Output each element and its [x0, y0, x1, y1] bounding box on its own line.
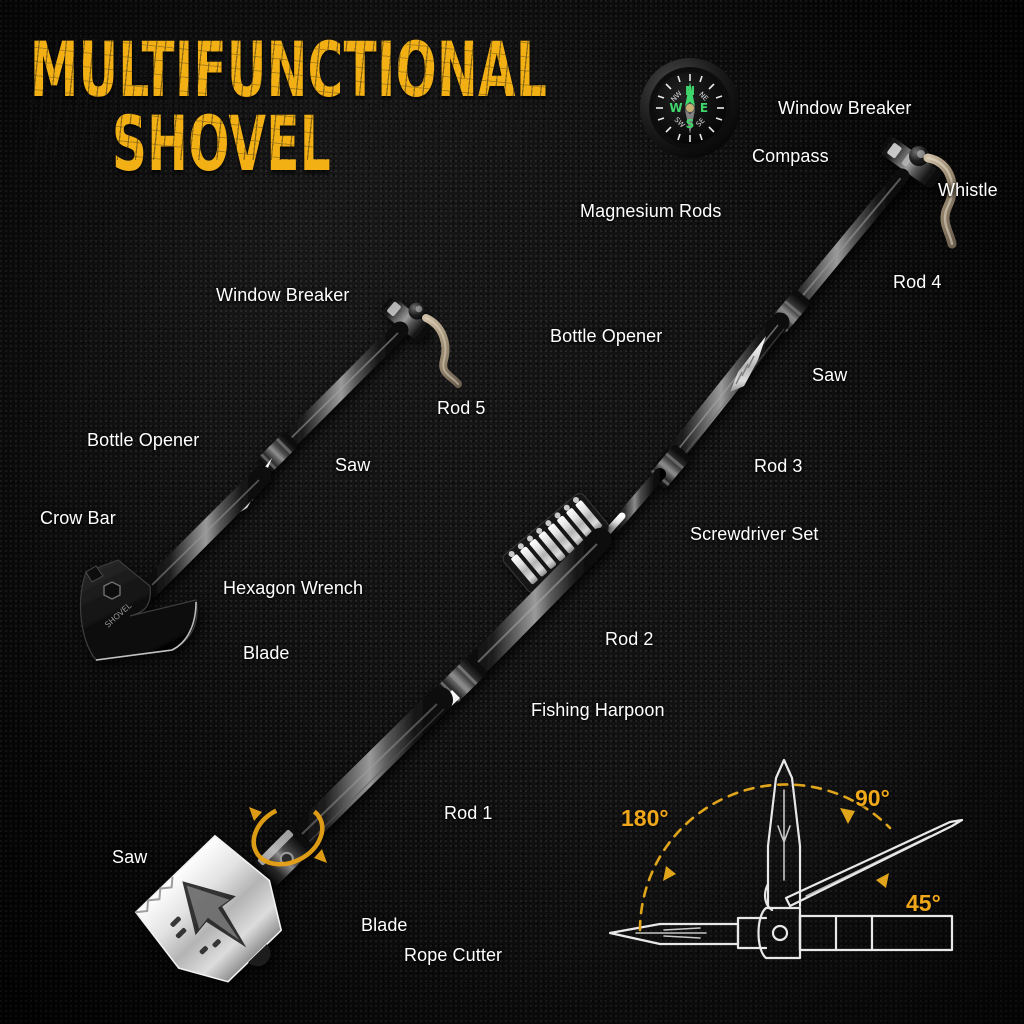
- callout-label-compass-right: Compass: [752, 146, 829, 166]
- callout-label-rod-5: Rod 5: [437, 398, 486, 418]
- compass-east: E: [700, 101, 708, 115]
- compass-icon: N E S W NE SE SW NW: [640, 58, 740, 158]
- callout-label-fishing-harpoon: Fishing Harpoon: [531, 700, 665, 720]
- callout-label-window-breaker-right: Window Breaker: [778, 98, 912, 118]
- callout-label-rod-3: Rod 3: [754, 456, 803, 476]
- angle-annotation-angle-180: 180°: [621, 805, 669, 831]
- compass-west: W: [669, 101, 682, 115]
- callout-label-saw-left: Saw: [335, 455, 371, 475]
- compass-south: S: [686, 117, 695, 131]
- callout-label-magnesium-rods: Magnesium Rods: [580, 201, 722, 221]
- title-line-2: SHOVEL: [112, 101, 332, 189]
- callout-label-window-breaker-left: Window Breaker: [216, 285, 350, 305]
- callout-label-rope-cutter: Rope Cutter: [404, 945, 503, 965]
- axe-head: SHOVEL: [79, 559, 198, 661]
- angle-annotation-angle-45: 45°: [906, 890, 941, 916]
- callout-label-screwdriver-set: Screwdriver Set: [690, 524, 819, 544]
- callout-label-crow-bar: Crow Bar: [40, 508, 116, 528]
- lanyard-left: [422, 314, 462, 388]
- angle-diagram-art: [608, 758, 964, 960]
- callout-label-whistle-right: Whistle: [938, 180, 998, 200]
- page-title: MULTIFUNCTIONAL SHOVEL: [30, 27, 550, 183]
- callout-label-rod-1: Rod 1: [444, 803, 493, 823]
- callout-label-blade-shovel: Blade: [361, 915, 408, 935]
- callout-label-hexagon-wrench: Hexagon Wrench: [223, 578, 364, 598]
- callout-label-rod-2: Rod 2: [605, 629, 654, 649]
- callout-label-blade-axe: Blade: [243, 643, 290, 663]
- callout-label-saw-shovel: Saw: [112, 847, 148, 867]
- angle-annotation-angle-90: 90°: [855, 785, 890, 811]
- callout-label-saw-right: Saw: [812, 365, 848, 385]
- callout-label-bottle-opener-right: Bottle Opener: [550, 326, 663, 346]
- callout-label-rod-4: Rod 4: [893, 272, 942, 292]
- compass-north: N: [685, 84, 695, 98]
- callout-label-bottle-opener-left: Bottle Opener: [87, 430, 200, 450]
- title-line-1: MULTIFUNCTIONAL: [30, 27, 548, 115]
